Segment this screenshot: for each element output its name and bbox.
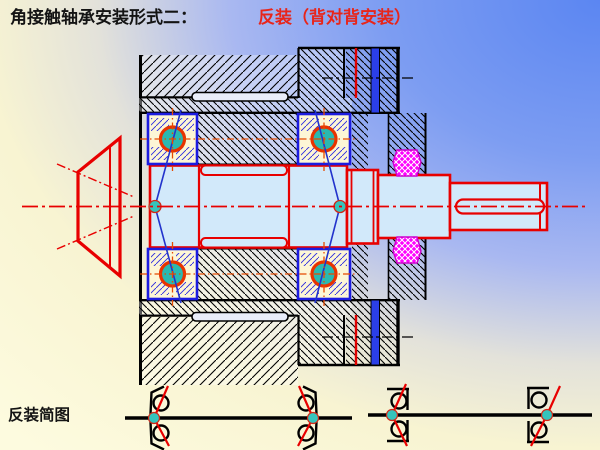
pressure-dot — [385, 408, 399, 422]
contact-lines — [154, 109, 341, 304]
schematic-bracket-bearings — [368, 383, 592, 447]
pressure-dot — [306, 411, 320, 425]
slide-title-black: 角接触轴承安装形式二： — [10, 7, 197, 27]
bearing-crosshairs — [140, 108, 358, 306]
bore-groove-bottom — [191, 311, 289, 322]
bevel-gear — [56, 134, 135, 280]
felt-seal-top — [392, 149, 422, 177]
bearing-top-right — [296, 112, 352, 166]
schematic-ball-bearings — [125, 385, 352, 450]
pressure-dot — [147, 411, 161, 425]
bearing-sleeve-section — [139, 48, 400, 365]
cap-bolt-bottom — [370, 299, 380, 366]
cap-bolt-top — [370, 47, 380, 114]
assembly-drawing — [22, 46, 588, 385]
schematic-label: 反装简图 — [8, 405, 70, 424]
slide-title-red: 反装（背对背安装） — [258, 7, 411, 27]
felt-seal-bottom — [392, 236, 422, 264]
bore-groove-top — [191, 91, 289, 102]
pressure-dot — [540, 408, 554, 422]
